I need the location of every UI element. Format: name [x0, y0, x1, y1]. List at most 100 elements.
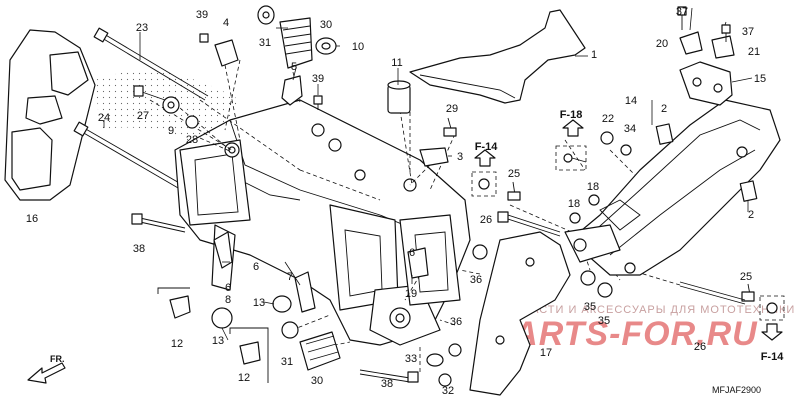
front-label: FR.: [50, 354, 65, 364]
part-17-plate: [469, 231, 571, 396]
part-30a-spring: [279, 17, 313, 69]
callout-30a: 30: [320, 19, 332, 31]
part-2b-sticker: [739, 180, 758, 202]
part-13a-collar: [272, 295, 292, 313]
callout-29: 29: [446, 103, 458, 115]
part-23-long-bolt: [93, 27, 209, 101]
part-7-insulator: [294, 271, 316, 313]
part-18b-nut: [569, 212, 581, 224]
callout-26b: 26: [694, 341, 706, 353]
part-14-sub-frame: [564, 99, 781, 276]
front-direction-arrow: FR.: [27, 354, 66, 384]
callout-2a: 2: [661, 103, 667, 115]
callout-38a: 38: [133, 243, 145, 255]
part-15-bracket: [679, 61, 733, 106]
watermark-logo: PARTS-FOR.RU: [492, 315, 758, 353]
callout-15: 15: [754, 73, 766, 85]
callout-12a: 12: [171, 338, 183, 350]
callout-39b: 39: [312, 73, 324, 85]
ref-f14-bottom-group: [759, 295, 785, 341]
part-25a-bolt: [507, 181, 521, 201]
part-36b-nut: [448, 343, 462, 357]
watermark-text: ЗАПЧАСТИ И АКСЕССУАРЫ ДЛЯ МОТОТЕХНИКИ: [498, 304, 795, 316]
part-3-bracket: [419, 147, 449, 167]
callout-31a: 31: [259, 37, 271, 49]
callout-24: 24: [98, 112, 110, 124]
part-35a-nut: [580, 270, 596, 286]
part-31b-nut: [281, 321, 299, 339]
callout-8: 8: [225, 294, 231, 306]
callout-27: 27: [137, 110, 149, 122]
part-29-bolt: [443, 117, 457, 137]
part-6a-insulator: [213, 231, 233, 269]
callout-26a: 26: [480, 214, 492, 226]
part-27-bolt: [133, 85, 166, 101]
callout-1: 1: [591, 49, 597, 61]
part-12a-clamp: [157, 287, 191, 319]
callout-25b: 25: [740, 271, 752, 283]
part-36a-nut: [472, 244, 488, 260]
part-16-side-cover: [4, 29, 96, 201]
callout-33: 33: [405, 353, 417, 365]
part-6c-insulator: [407, 247, 429, 279]
part-25b-bolt: [741, 283, 755, 302]
watermark: ЗАПЧАСТИ И АКСЕССУАРЫ ДЛЯ МОТОТЕХНИКИ PA…: [492, 304, 795, 353]
part-1-cover: [409, 9, 586, 104]
ref-label-f14-top: F-14: [475, 141, 499, 153]
callout-4: 4: [223, 17, 229, 29]
callout-6c: 6: [409, 247, 415, 259]
callout-13b: 13: [212, 335, 224, 347]
callout-23: 23: [136, 22, 148, 34]
callout-32: 32: [442, 385, 454, 397]
callout-22: 22: [602, 113, 614, 125]
part-39a-bolt: [199, 33, 209, 43]
diagram-code: MFJAF2900: [712, 385, 761, 395]
callout-numbers: 1 2 2 3 4 5 6 6 6 7 8 9 10 11 12 12 13 1…: [26, 6, 766, 397]
part-35b-nut: [597, 282, 613, 298]
callout-35a: 35: [584, 301, 596, 313]
part-20-clip: [679, 7, 703, 55]
part-39b-bolt: [313, 95, 323, 110]
part-13b-collar: [211, 307, 233, 329]
callout-38b: 38: [381, 378, 393, 390]
part-31a-nut: [257, 5, 275, 25]
callout-17: 17: [540, 347, 552, 359]
callout-6b: 6: [253, 261, 259, 273]
part-34-nut: [620, 144, 632, 156]
callout-7: 7: [287, 271, 293, 283]
part-26b-bolt: [679, 281, 746, 305]
callout-35b: 35: [598, 315, 610, 327]
part-37b-bolt: [721, 24, 731, 42]
part-28-nut: [185, 115, 199, 129]
callout-25a: 25: [508, 168, 520, 180]
callout-14: 14: [625, 95, 637, 107]
callout-16: 16: [26, 213, 38, 225]
ref-f14-top-group: [471, 149, 497, 197]
part-18a-nut: [588, 194, 600, 206]
callout-3: 3: [457, 151, 463, 163]
callout-13a: 13: [253, 297, 265, 309]
callout-2b: 2: [748, 209, 754, 221]
callout-10: 10: [352, 41, 364, 53]
part-10-bushing: [315, 37, 337, 55]
leader-lines: [103, 27, 753, 341]
callout-11: 11: [391, 57, 402, 69]
part-26a-bolt: [497, 211, 561, 237]
callout-18a: 18: [587, 181, 599, 193]
callout-28: 28: [186, 134, 198, 146]
part-30b-spring: [299, 331, 341, 371]
part-38b-bolt: [359, 369, 419, 383]
part-4-clamp: [214, 39, 239, 67]
part-32-nut: [438, 373, 452, 387]
part-12b-clamp: [229, 327, 269, 383]
callout-5: 5: [291, 61, 297, 73]
callout-6a: 6: [225, 282, 231, 294]
callout-18b: 18: [568, 198, 580, 210]
callout-34: 34: [624, 123, 636, 135]
ref-f18-group: [555, 119, 587, 171]
callout-31b: 31: [281, 356, 293, 368]
callout-36a: 36: [470, 274, 482, 286]
callout-39a: 39: [196, 9, 208, 21]
part-11-collar: [387, 80, 411, 114]
